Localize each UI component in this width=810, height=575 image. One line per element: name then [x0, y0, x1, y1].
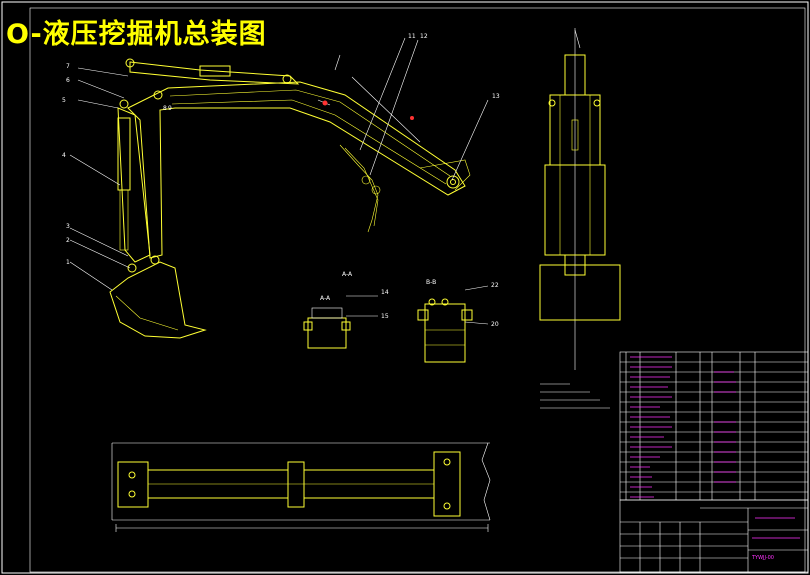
section-bb-label: B-B	[426, 279, 436, 286]
plan-view	[111, 442, 491, 532]
part-number-20: 20	[491, 321, 499, 328]
boom-assembly	[109, 54, 471, 339]
section-aa-small: A-A A-A 14 15	[303, 271, 389, 349]
part-number-7: 7	[66, 63, 70, 70]
section-bb: B-B 22 20	[417, 279, 499, 363]
section-aa-label: A-A	[342, 271, 353, 278]
part-number-14: 14	[381, 289, 389, 296]
section-aa-small-label: A-A	[320, 295, 331, 302]
part-number-4: 4	[62, 152, 66, 159]
parts-list	[619, 351, 809, 501]
part-number-1: 1	[66, 259, 70, 266]
part-number-13: 13	[492, 93, 500, 100]
part-number-15: 15	[381, 313, 389, 320]
title-block: TYWJJ-00	[619, 499, 809, 573]
drawing-title: O-液压挖掘机总装图	[6, 19, 267, 50]
part-number-9: 9	[168, 105, 172, 112]
part-number-8: 8	[163, 105, 167, 112]
part-number-5: 5	[62, 97, 66, 104]
part-number-2: 2	[66, 237, 70, 244]
technical-notes	[540, 383, 610, 409]
part-number-12: 12	[420, 33, 428, 40]
part-number-6: 6	[66, 77, 70, 84]
drawing-code: TYWJJ-00	[751, 555, 774, 561]
side-view	[539, 28, 621, 370]
part-number-22: 22	[491, 282, 499, 289]
part-leaders: 7 6 5 4 3 2 1 11 12 13 8 9	[62, 33, 500, 291]
inner-frame	[29, 7, 806, 573]
part-number-3: 3	[66, 223, 70, 230]
part-number-11: 11	[408, 33, 416, 40]
